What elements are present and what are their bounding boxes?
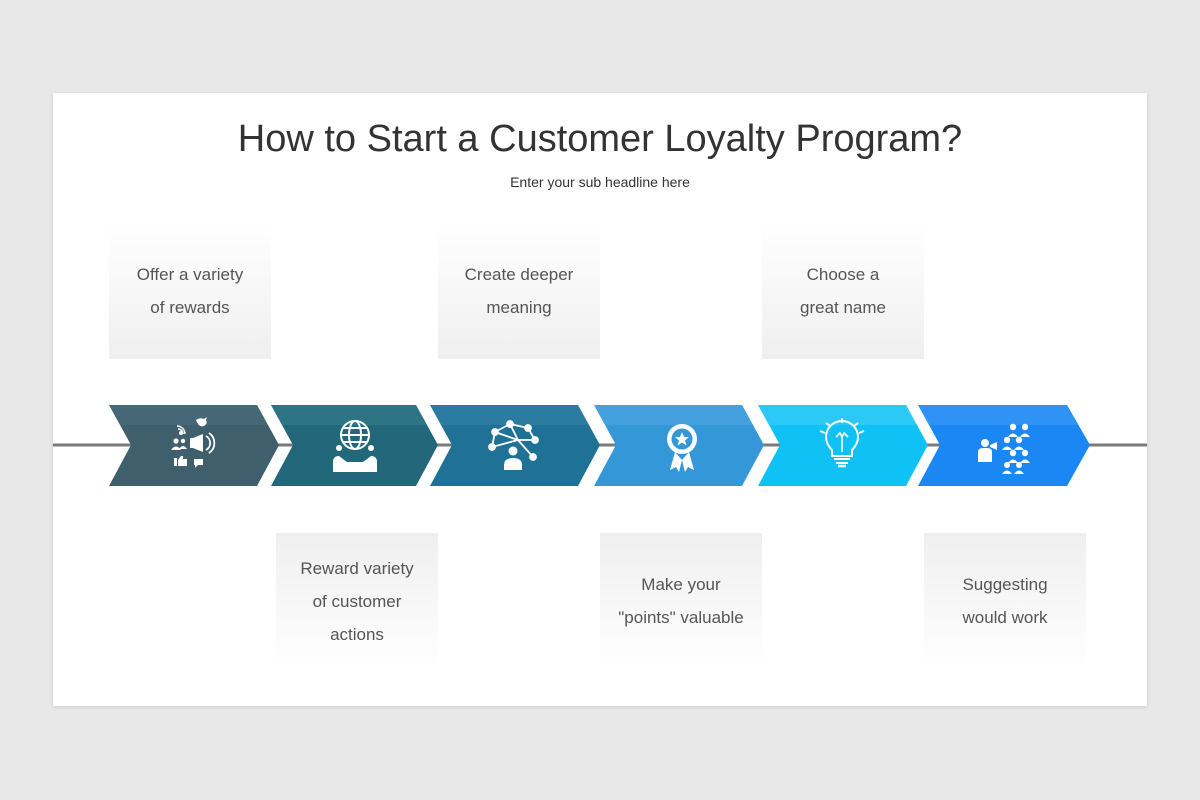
step-3-line-2: meaning: [486, 298, 552, 317]
chevron-step-3: [430, 405, 600, 486]
social-media-megaphone-icon: [171, 417, 216, 468]
chevron-shape-6: [918, 405, 1090, 486]
step-1-line-1: Offer a variety: [136, 265, 244, 284]
step-card-3: Create deeper meaning: [438, 223, 600, 359]
step-card-2: Reward variety of customer actions: [276, 533, 438, 669]
step-5-line-2: great name: [800, 298, 886, 317]
presenter-audience-icon: [978, 423, 1030, 474]
step-card-1: Offer a variety of rewards: [109, 223, 271, 359]
chevron-shape-3: [430, 405, 600, 486]
step-card-5: Choose a great name: [762, 223, 924, 359]
network-person-icon: [488, 420, 539, 470]
lightbulb-icon: [819, 418, 865, 468]
step-2-line-3: actions: [330, 624, 384, 644]
step-3-line-1: Create deeper: [464, 265, 574, 284]
step-card-4: Make your "points" valuable: [600, 533, 762, 669]
chevron-step-4: [594, 405, 764, 486]
step-1-line-2: of rewards: [150, 298, 230, 317]
chevron-step-6: [918, 405, 1090, 486]
chevron-shape-5: [758, 405, 928, 486]
award-ribbon-icon: [667, 424, 697, 472]
step-5-line-1: Choose a: [806, 265, 880, 284]
page-subtitle: Enter your sub headline here: [510, 174, 690, 190]
step-4-line-1: Make your: [641, 575, 721, 594]
step-2-line-1: Reward variety: [300, 558, 414, 578]
page-title: How to Start a Customer Loyalty Program?: [237, 118, 963, 160]
step-2-line-2: of customer: [312, 591, 402, 611]
globe-handshake-icon: [333, 420, 377, 472]
step-6-line-1: Suggesting: [962, 575, 1048, 594]
step-6-line-2: would work: [962, 608, 1048, 627]
step-4-line-2: "points" valuable: [618, 608, 744, 627]
chevron-step-1: [109, 405, 279, 486]
chevron-step-5: [758, 405, 928, 486]
chevron-step-2: [271, 405, 438, 486]
step-card-6: Suggesting would work: [924, 533, 1086, 669]
chevron-shape-2: [271, 405, 438, 486]
